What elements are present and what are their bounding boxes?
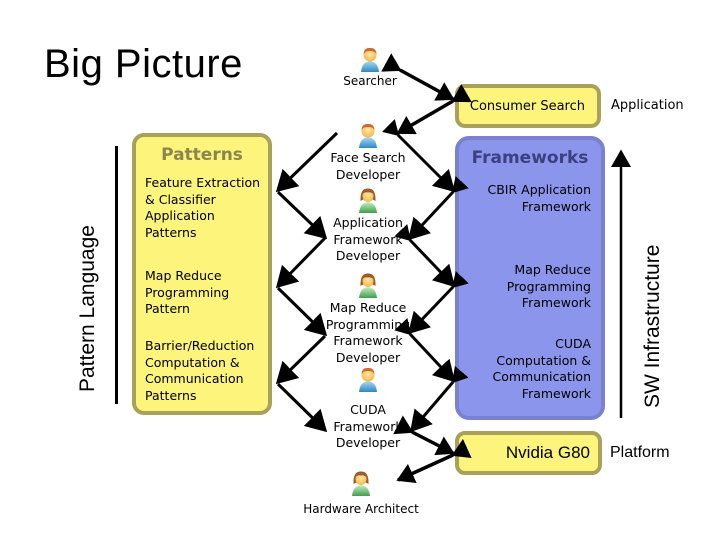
pattern-item-barrier-reduction: Barrier/Reduction Computation & Communic…	[145, 338, 255, 403]
pattern-language-line	[115, 146, 118, 404]
frameworks-box: Frameworks CBIR Application Framework Ma…	[455, 136, 605, 420]
person-female-icon	[352, 471, 370, 496]
person-label: Hardware Architect	[303, 502, 419, 516]
sw-infrastructure-label: SW Infrastructure	[641, 244, 664, 408]
person-label: Map Reduce Programming Framework Develop…	[325, 300, 411, 365]
person-hardware-architect: Hardware Architect	[296, 470, 426, 516]
framework-item-cuda: CUDA Computation & Communication Framewo…	[492, 336, 591, 401]
person-cuda-framework-developer: CUDA Framework Developer	[316, 366, 420, 452]
pattern-item-feature-extraction: Feature Extraction & Classifier Applicat…	[145, 175, 261, 240]
person-female-icon	[359, 188, 377, 213]
person-label: Application Framework Developer	[333, 215, 403, 263]
person-application-framework-developer: Application Framework Developer	[316, 187, 420, 265]
application-side-label: Application	[611, 98, 684, 113]
nvidia-g80-box: Nvidia G80	[455, 431, 602, 475]
pattern-language-label: Pattern Language	[76, 225, 99, 392]
framework-item-cbir: CBIR Application Framework	[487, 182, 592, 214]
person-female-icon	[359, 273, 377, 298]
person-map-reduce-framework-developer: Map Reduce Programming Framework Develop…	[316, 272, 420, 366]
patterns-box: Patterns Feature Extraction & Classifier…	[132, 133, 272, 415]
slide-title: Big Picture	[44, 42, 243, 86]
nvidia-g80-label: Nvidia G80	[505, 443, 590, 462]
patterns-header: Patterns	[161, 145, 243, 165]
consumer-search-box: Consumer Search	[455, 84, 601, 128]
platform-side-label: Platform	[610, 444, 670, 461]
person-male-icon	[359, 123, 377, 148]
person-label: Face Search Developer	[330, 150, 406, 182]
pattern-item-map-reduce: Map Reduce Programming Pattern	[145, 268, 230, 316]
person-male-icon	[361, 47, 379, 72]
person-label: Searcher	[343, 74, 397, 88]
person-face-search-developer: Face Search Developer	[316, 122, 420, 183]
framework-item-map-reduce: Map Reduce Programming Framework	[506, 262, 591, 310]
person-label: CUDA Framework Developer	[333, 402, 403, 450]
person-male-icon	[359, 367, 377, 392]
person-searcher: Searcher	[330, 46, 410, 88]
consumer-search-label: Consumer Search	[469, 98, 585, 114]
frameworks-header: Frameworks	[471, 148, 589, 168]
